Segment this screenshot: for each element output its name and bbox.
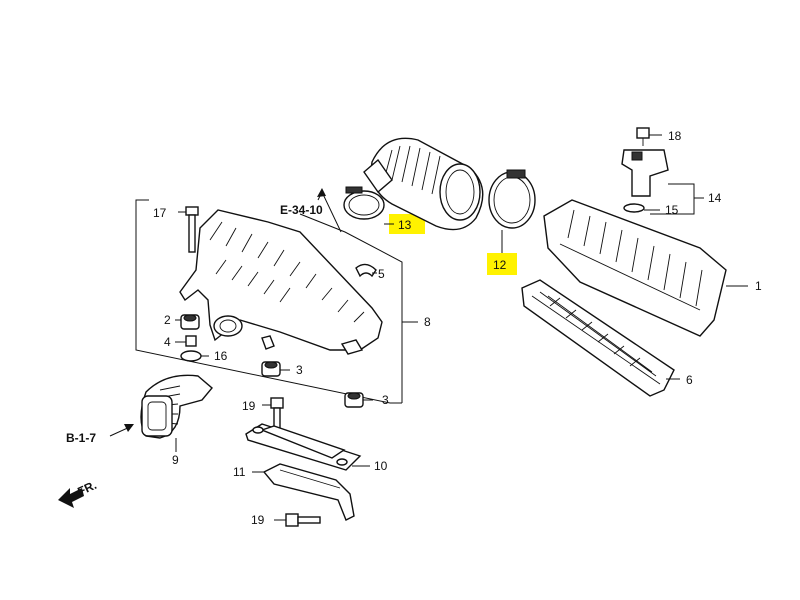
label-part-1: 1: [755, 279, 762, 293]
reference-e-34-10[interactable]: E-34-10: [280, 203, 323, 217]
highlight-part-13: [389, 214, 425, 234]
front-direction-label: FR.: [75, 478, 98, 499]
bracket-part-11: [252, 463, 355, 521]
air-cleaner-case-part-1: [543, 199, 748, 337]
label-part-10: 10: [374, 459, 388, 473]
label-part-12: 12: [493, 258, 507, 272]
label-part-18: 18: [668, 129, 682, 143]
intake-tube: [363, 137, 484, 231]
clip-part-5: [355, 263, 377, 278]
grommet-part-2: [175, 314, 200, 330]
collar-part-4: [175, 335, 197, 347]
label-part-2: 2: [164, 313, 171, 327]
bolt-part-19-lower: [274, 513, 321, 527]
o-ring-part-15: [623, 203, 660, 213]
label-part-16: 16: [214, 349, 228, 363]
label-part-17: 17: [153, 206, 167, 220]
grommet-part-3-upper: [261, 361, 290, 377]
label-part-19-upper: 19: [242, 399, 256, 413]
reference-b-1-7[interactable]: B-1-7: [66, 431, 96, 445]
front-direction-arrow-icon: [58, 488, 84, 508]
intake-duct-upper: [179, 209, 383, 355]
label-part-15: 15: [665, 203, 679, 217]
bracket-part-10: [245, 423, 370, 471]
label-part-4: 4: [164, 335, 171, 349]
label-part-6: 6: [686, 373, 693, 387]
label-part-3-upper: 3: [296, 363, 303, 377]
hose-clamp-part-12: [488, 169, 536, 253]
label-part-3-lower: 3: [382, 393, 389, 407]
label-part-19-lower: 19: [251, 513, 265, 527]
air-inlet-duct-part-9: [140, 374, 213, 452]
air-filter-element-part-6: [521, 279, 680, 397]
reference-b-1-7-arrow-icon: [109, 424, 134, 437]
label-part-11: 11: [233, 465, 246, 479]
bolt-part-18: [636, 127, 662, 146]
label-part-9: 9: [172, 453, 179, 467]
highlight-part-12: [487, 253, 517, 275]
label-part-5: 5: [378, 267, 385, 281]
air-flow-sensor-part-14: [621, 149, 704, 215]
label-part-13: 13: [398, 218, 412, 232]
label-part-8: 8: [424, 315, 431, 329]
group-bracket-8: [135, 199, 418, 404]
grommet-part-3-lower: [344, 392, 373, 408]
reference-e-34-10-leader: [317, 188, 342, 233]
hose-clamp-part-13: [343, 186, 394, 225]
bolt-part-17: [178, 206, 199, 253]
washer-part-16: [180, 350, 209, 362]
label-part-14: 14: [708, 191, 722, 205]
